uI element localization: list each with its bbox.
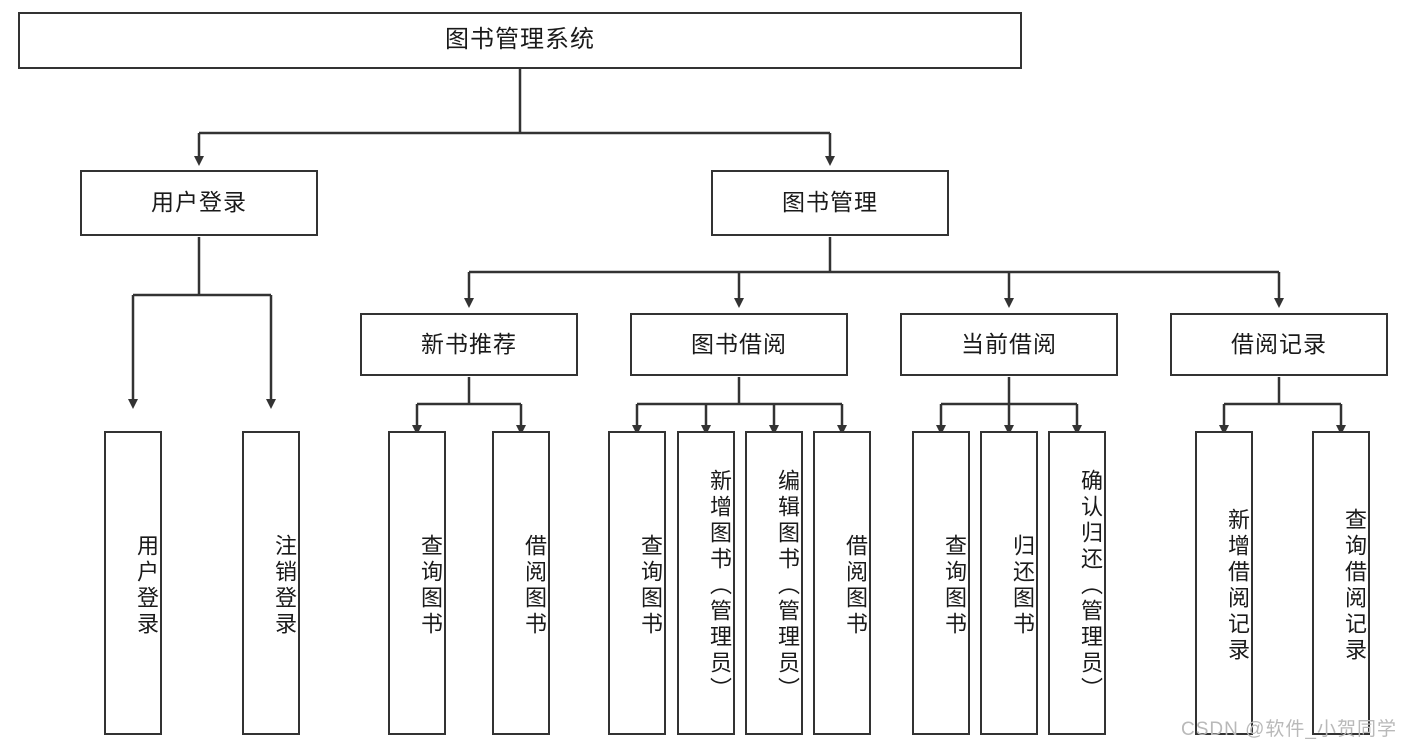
- leaf-label: 新增图书（管理员）: [707, 469, 732, 703]
- leaf-label: 查询图书: [942, 534, 967, 638]
- leaf-label: 编辑图书（管理员）: [775, 469, 800, 703]
- leaf-label: 注销登录: [272, 534, 297, 638]
- leaf-user-login[interactable]: 用户登录: [104, 431, 162, 735]
- leaf-label: 新增借阅记录: [1225, 508, 1250, 664]
- leaf-add-book-admin[interactable]: 新增图书（管理员）: [677, 431, 735, 735]
- leaf-label: 归还图书: [1010, 534, 1035, 638]
- leaf-add-borrow-record[interactable]: 新增借阅记录: [1195, 431, 1253, 735]
- leaf-logout-login[interactable]: 注销登录: [242, 431, 300, 735]
- leaf-edit-book-admin[interactable]: 编辑图书（管理员）: [745, 431, 803, 735]
- leaf-label: 借阅图书: [843, 534, 868, 638]
- leaf-confirm-return-admin[interactable]: 确认归还（管理员）: [1048, 431, 1106, 735]
- leaf-label: 用户登录: [134, 534, 159, 638]
- leaf-borrow-book-recommend[interactable]: 借阅图书: [492, 431, 550, 735]
- leaf-query-book-recommend[interactable]: 查询图书: [388, 431, 446, 735]
- leaf-query-borrow-record[interactable]: 查询借阅记录: [1312, 431, 1370, 735]
- node-current-borrow[interactable]: 当前借阅: [900, 313, 1118, 376]
- leaf-label: 查询图书: [638, 534, 663, 638]
- node-new-book-recommend[interactable]: 新书推荐: [360, 313, 578, 376]
- watermark-text: CSDN @软件_小贺同学: [1181, 719, 1397, 740]
- node-root[interactable]: 图书管理系统: [18, 12, 1022, 69]
- leaf-borrow-book-borrow[interactable]: 借阅图书: [813, 431, 871, 735]
- leaf-label: 借阅图书: [522, 534, 547, 638]
- leaf-return-book[interactable]: 归还图书: [980, 431, 1038, 735]
- node-borrow-record[interactable]: 借阅记录: [1170, 313, 1388, 376]
- node-book-manage[interactable]: 图书管理: [711, 170, 949, 236]
- leaf-label: 查询借阅记录: [1342, 508, 1367, 664]
- leaf-label: 查询图书: [418, 534, 443, 638]
- leaf-query-book-current[interactable]: 查询图书: [912, 431, 970, 735]
- leaf-label: 确认归还（管理员）: [1078, 469, 1103, 703]
- leaf-query-book-borrow[interactable]: 查询图书: [608, 431, 666, 735]
- node-user-login[interactable]: 用户登录: [80, 170, 318, 236]
- node-book-borrow[interactable]: 图书借阅: [630, 313, 848, 376]
